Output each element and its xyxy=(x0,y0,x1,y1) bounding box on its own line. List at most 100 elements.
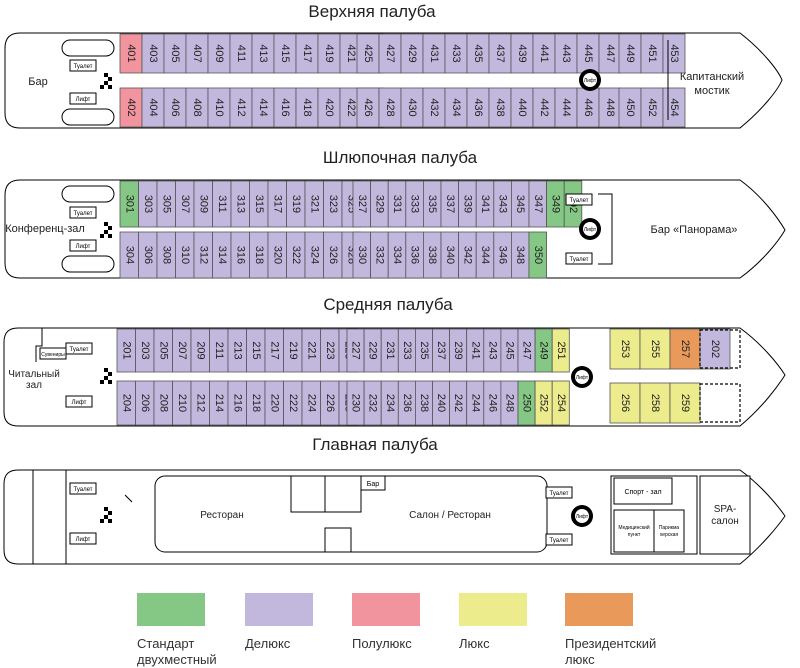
cabin-number-242: 242 xyxy=(452,394,464,412)
cabin-number-444: 444 xyxy=(560,98,572,116)
upper-toilet xyxy=(69,59,97,72)
cabin-number-221: 221 xyxy=(305,341,317,359)
medical-label-1: Медицинский xyxy=(618,524,650,531)
cabin-number-211: 211 xyxy=(213,342,225,360)
salon-restaurant-label: Салон / Ресторан xyxy=(409,510,491,521)
cabin-number-254: 254 xyxy=(555,394,567,412)
cabin-259[interactable] xyxy=(669,382,701,424)
cabin-number-429: 429 xyxy=(406,44,418,62)
gym-label: Спорт - зал xyxy=(624,489,661,496)
cabin-number-204: 204 xyxy=(120,394,132,412)
hairdresser-room xyxy=(653,509,685,553)
cabin-number-238: 238 xyxy=(418,394,430,412)
cabin-number-216: 216 xyxy=(231,394,243,412)
cabin-number-206: 206 xyxy=(139,394,151,412)
upper-lift-label: Лифт xyxy=(76,97,91,103)
cabin-number-329: 329 xyxy=(373,195,385,213)
main-lift-label: Лифт xyxy=(76,537,91,543)
hairdresser-label-2: херская xyxy=(660,532,679,538)
cabin-350[interactable] xyxy=(528,231,548,279)
cabin-253[interactable] xyxy=(609,328,641,370)
boat-toilet-right-bottom xyxy=(565,252,593,265)
spa-salon xyxy=(699,475,751,555)
cabin-256[interactable] xyxy=(609,382,641,424)
cabin-number-416: 416 xyxy=(279,98,291,116)
legend-item-deluxe: Делюкс xyxy=(245,593,335,652)
cabin-255[interactable] xyxy=(639,328,671,370)
cabin-254[interactable] xyxy=(551,380,570,426)
cabin-number-212: 212 xyxy=(194,394,206,412)
cabin-number-442: 442 xyxy=(538,98,550,116)
main-lift xyxy=(69,532,97,545)
cabin-number-451: 451 xyxy=(646,44,658,62)
cabin-number-220: 220 xyxy=(268,394,280,412)
cabin-number-240: 240 xyxy=(435,394,447,412)
upper-lift xyxy=(69,92,97,105)
cabin-number-349: 349 xyxy=(549,195,561,213)
cabin-number-217: 217 xyxy=(268,341,280,359)
cabin-number-307: 307 xyxy=(179,195,191,213)
cabin-number-257: 257 xyxy=(679,340,691,358)
cabin-number-311: 311 xyxy=(216,195,228,213)
cabin-number-256: 256 xyxy=(619,394,631,412)
cabin-number-450: 450 xyxy=(624,98,636,116)
cabin-number-236: 236 xyxy=(401,394,413,412)
cabin-number-247: 247 xyxy=(521,341,533,359)
cabin-number-301: 301 xyxy=(123,195,135,213)
cabin-number-431: 431 xyxy=(428,44,440,62)
cabin-number-345: 345 xyxy=(514,195,526,213)
cabin-number-310: 310 xyxy=(179,246,191,264)
boat-deck-title: Шлюпочная палуба xyxy=(323,148,478,167)
cabin-number-318: 318 xyxy=(253,246,265,264)
cabin-202[interactable] xyxy=(699,328,731,370)
main-bar-label: Бар xyxy=(367,481,379,488)
cabin-number-312: 312 xyxy=(197,246,209,264)
spa-label-1: SPA- xyxy=(714,504,737,515)
middle-toilet xyxy=(65,342,93,355)
cabin-number-233: 233 xyxy=(401,341,413,359)
cabin-number-404: 404 xyxy=(147,98,159,116)
cabin-number-411: 411 xyxy=(235,45,247,63)
bar-panorama-label: Бар «Панорама» xyxy=(651,224,738,236)
cabin-number-207: 207 xyxy=(176,341,188,359)
middle-lift-label: Лифт xyxy=(72,400,87,406)
hairdresser-label-1: Парикма xyxy=(659,525,680,531)
boat-toilet-right-top-label: Туалет xyxy=(570,198,589,204)
cabin-number-350: 350 xyxy=(532,246,544,264)
cabin-number-218: 218 xyxy=(250,394,262,412)
legend-swatch-standard xyxy=(137,593,205,626)
cabin-number-209: 209 xyxy=(194,341,206,359)
cabin-number-252: 252 xyxy=(538,394,550,412)
captain-bridge-label-1: Капитанский xyxy=(680,71,744,83)
cabin-number-419: 419 xyxy=(323,44,335,62)
cabin-number-446: 446 xyxy=(582,98,594,116)
main-toilet xyxy=(69,482,97,495)
cabin-number-224: 224 xyxy=(305,394,317,412)
cabin-number-303: 303 xyxy=(142,195,154,213)
cabin-number-314: 314 xyxy=(216,246,228,264)
cabin-number-316: 316 xyxy=(234,246,246,264)
cabin-number-201: 201 xyxy=(120,341,132,359)
cabin-number-338: 338 xyxy=(426,246,438,264)
legend-label-semi-lux: Полулюкс xyxy=(352,636,412,651)
cabin-number-234: 234 xyxy=(384,394,396,412)
boat-bench-top xyxy=(61,185,115,203)
cabin-number-405: 405 xyxy=(169,44,181,62)
cabin-number-210: 210 xyxy=(176,394,188,412)
boat-toilet-label: Туалет xyxy=(74,211,93,217)
cabin-257[interactable] xyxy=(669,328,701,370)
cabin-number-417: 417 xyxy=(301,44,313,62)
cabin-number-231: 231 xyxy=(384,341,396,359)
middle-cabins: 2012032052072092112132152172192212232252… xyxy=(116,328,731,426)
cabin-number-346: 346 xyxy=(497,246,509,264)
legend-item-president: Президентский люкс xyxy=(565,593,656,668)
cabin-number-331: 331 xyxy=(391,195,403,213)
cabin-251[interactable] xyxy=(551,328,570,373)
cabin-number-322: 322 xyxy=(290,246,302,264)
main-toilet-label: Туалет xyxy=(74,487,93,493)
cabin-number-237: 237 xyxy=(435,341,447,359)
spa-label-2: салон xyxy=(711,516,739,527)
boat-toilet-right-bottom-label: Туалет xyxy=(570,257,589,263)
cabin-number-335: 335 xyxy=(426,195,438,213)
cabin-number-324: 324 xyxy=(308,246,320,264)
